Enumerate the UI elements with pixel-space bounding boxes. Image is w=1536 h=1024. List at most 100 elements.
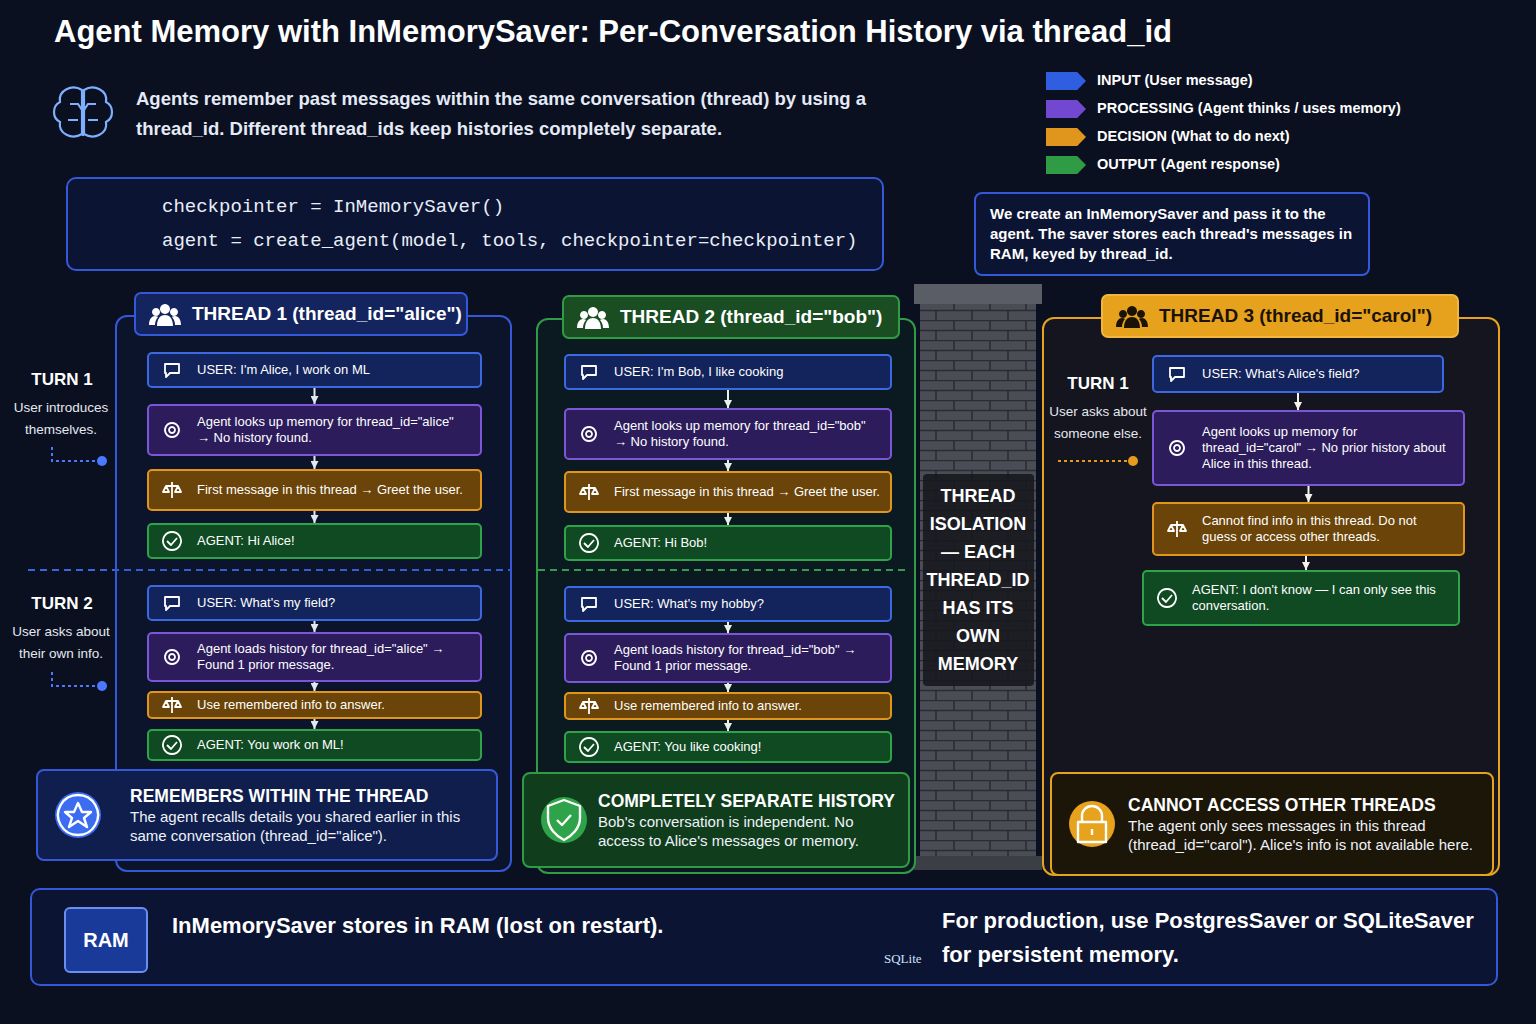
box-icon [161, 530, 183, 552]
summary-box: COMPLETELY SEPARATE HISTORYBob's convers… [522, 772, 910, 868]
logo-label: SQLite [884, 951, 940, 967]
brain-icon [54, 88, 112, 137]
node-text: First message in this thread → Greet the… [614, 484, 880, 500]
box-icon [161, 479, 183, 501]
box-icon [578, 361, 600, 383]
node-text: AGENT: You like cooking! [614, 739, 880, 755]
process-box: Agent looks up memory for thread_id="ali… [147, 404, 482, 456]
output-box: AGENT: Hi Bob! [564, 525, 892, 561]
summary-heading: COMPLETELY SEPARATE HISTORY [598, 790, 898, 812]
node-text: agent = create_agent(model, tools, check… [162, 224, 872, 258]
turn-description: User asks about their own info. [6, 621, 116, 665]
legend-swatch [1046, 72, 1086, 90]
summary-heading: CANNOT ACCESS OTHER THREADS [1128, 794, 1482, 816]
summary-body: The agent only sees messages in this thr… [1128, 816, 1482, 854]
box-icon [161, 734, 183, 756]
input-box: USER: I'm Bob, I like cooking [564, 354, 892, 390]
summary-icon [540, 796, 588, 844]
node-text: AGENT: You work on ML! [197, 737, 470, 753]
decision-box: Use remembered info to answer. [564, 692, 892, 720]
panel-heading: THREAD 1 (thread_id="alice") [134, 292, 468, 336]
box-icon [578, 423, 600, 445]
node-text: Agent looks up memory for thread_id="bob… [614, 418, 880, 450]
note-box: We create an InMemorySaver and pass it t… [974, 192, 1370, 276]
legend-text: PROCESSING (Agent thinks / uses memory) [1097, 100, 1401, 116]
people-icon [576, 304, 610, 330]
isolation-wall: THREAD ISOLATION — EACH THREAD_ID HAS IT… [920, 300, 1036, 860]
legend-swatch [1046, 156, 1086, 174]
node-text: For production, use PostgresSaver or SQL… [942, 904, 1482, 972]
panel-heading: THREAD 3 (thread_id="carol") [1101, 294, 1459, 338]
box-icon [578, 481, 600, 503]
turn-description: User asks about someone else. [1044, 401, 1152, 445]
node-text: Use remembered info to answer. [614, 698, 880, 714]
node-text: Use remembered info to answer. [197, 697, 470, 713]
node-text: THREAD ISOLATION — EACH THREAD_ID HAS IT… [923, 474, 1034, 686]
output-box: AGENT: I don't know — I can only see thi… [1142, 570, 1460, 626]
people-icon [148, 301, 182, 327]
turn-label: TURN 1 [1050, 374, 1146, 394]
box-icon [1166, 437, 1188, 459]
box-icon [1166, 363, 1188, 385]
decision-box: First message in this thread → Greet the… [147, 469, 482, 511]
node-text: Cannot find info in this thread. Do not … [1202, 513, 1453, 545]
turn-label: TURN 1 [14, 370, 110, 390]
summary-box: REMEMBERS WITHIN THE THREADThe agent rec… [36, 769, 498, 861]
node-text: We create an InMemorySaver and pass it t… [990, 204, 1354, 264]
node-text: Agent looks up memory for thread_id="ali… [197, 414, 470, 446]
legend-swatch [1046, 128, 1086, 146]
node-text: AGENT: I don't know — I can only see thi… [1192, 582, 1448, 614]
process-box: Agent loads history for thread_id="alice… [147, 632, 482, 682]
node-text: USER: What's Alice's field? [1202, 366, 1432, 382]
decision-box: Cannot find info in this thread. Do not … [1152, 502, 1465, 556]
node-text: Agent looks up memory for thread_id="car… [1202, 424, 1453, 472]
input-box: USER: What's Alice's field? [1152, 355, 1444, 393]
process-box: Agent looks up memory for thread_id="car… [1152, 410, 1465, 486]
box-icon [161, 646, 183, 668]
box-icon [578, 695, 600, 717]
node-text: RAM [83, 932, 129, 948]
node-text: Agent loads history for thread_id="bob" … [614, 642, 880, 674]
input-box: USER: What's my hobby? [564, 586, 892, 622]
output-box: AGENT: You work on ML! [147, 729, 482, 761]
node-text: InMemorySaver stores in RAM (lost on res… [172, 918, 663, 934]
ram-chip: RAM [64, 907, 148, 973]
subtitle-text: Agents remember past messages within the… [136, 84, 906, 144]
input-box: USER: What's my field? [147, 585, 482, 621]
box-icon [1156, 587, 1178, 609]
diagram-title: Agent Memory with InMemorySaver: Per-Con… [54, 14, 1172, 50]
box-icon [578, 593, 600, 615]
node-text: Agent loads history for thread_id="alice… [197, 641, 470, 673]
box-icon [578, 532, 600, 554]
brick-wall [914, 284, 1042, 870]
process-box: Agent looks up memory for thread_id="bob… [564, 408, 892, 460]
panel-heading: THREAD 2 (thread_id="bob") [562, 295, 900, 339]
node-text: USER: What's my field? [197, 595, 470, 611]
legend-text: OUTPUT (Agent response) [1097, 156, 1280, 172]
box-icon [1166, 518, 1188, 540]
chip-pins [54, 898, 154, 978]
legend-text: INPUT (User message) [1097, 72, 1253, 88]
node-text: USER: What's my hobby? [614, 596, 880, 612]
box-icon [578, 736, 600, 758]
summary-icon [1068, 800, 1116, 848]
turn-description: User introduces themselves. [6, 397, 116, 441]
box-icon [161, 359, 183, 381]
summary-body: Bob's conversation is independent. No ac… [598, 812, 898, 850]
thread-panel: USER: What's Alice's field? Agent looks u… [1042, 317, 1500, 876]
summary-heading: REMEMBERS WITHIN THE THREAD [130, 785, 486, 807]
box-icon [161, 694, 183, 716]
decision-box: First message in this thread → Greet the… [564, 471, 892, 513]
code-box: checkpointer = InMemorySaver()agent = cr… [66, 177, 884, 271]
footer-bar: RAM InMemorySaver stores in RAM (lost on … [30, 888, 1498, 986]
summary-icon [54, 791, 102, 839]
summary-box: CANNOT ACCESS OTHER THREADSThe agent onl… [1050, 772, 1494, 876]
node-text: checkpointer = InMemorySaver() [162, 190, 872, 224]
legend-text: DECISION (What to do next) [1097, 128, 1290, 144]
node-text: USER: I'm Bob, I like cooking [614, 364, 880, 380]
decision-box: Use remembered info to answer. [147, 691, 482, 719]
box-icon [161, 419, 183, 441]
node-text: AGENT: Hi Alice! [197, 533, 470, 549]
